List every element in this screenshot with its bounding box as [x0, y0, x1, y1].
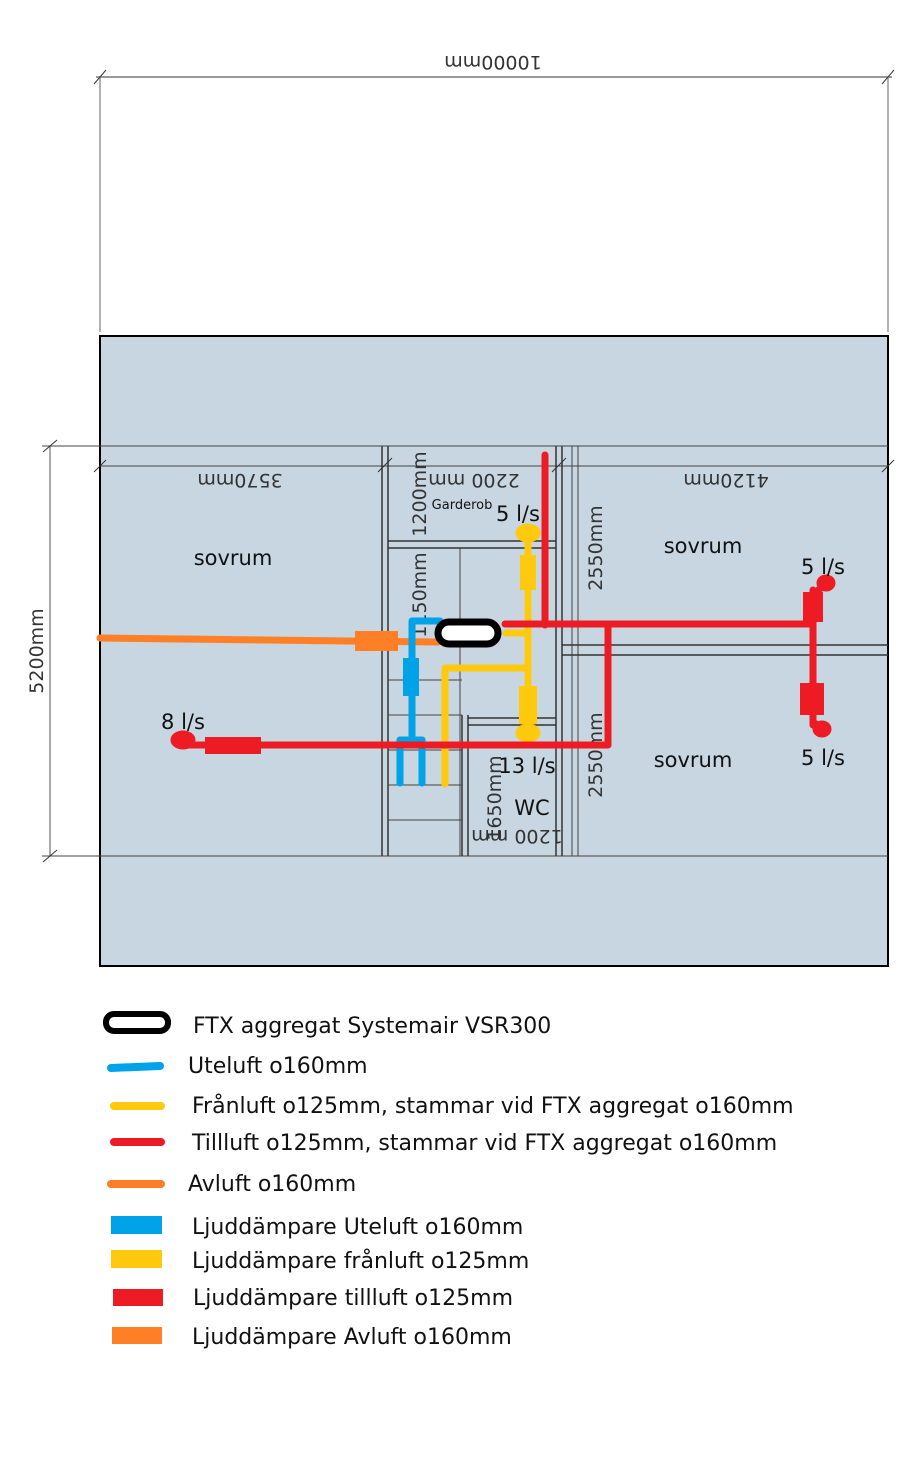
walls: [42, 445, 895, 857]
room-label-right-upper: sovrum: [664, 534, 743, 558]
top-dimension: 10000mm: [93, 51, 895, 332]
tilluft-duct: [170, 451, 836, 754]
avluft-silencer-icon: [112, 1327, 162, 1344]
avluft-duct: [96, 631, 442, 651]
legend-label: Ljuddämpare tillluft o125mm: [193, 1286, 513, 1311]
legend-label: Ljuddämpare Avluft o160mm: [192, 1325, 512, 1350]
dimension-garderob-width: 2200 mm: [428, 469, 519, 491]
dimension-wc-depth: 1650mm: [484, 755, 506, 840]
tilluft-silencer-right-lower: [800, 683, 824, 715]
floor-plan: [99, 335, 889, 967]
dimension-right-lower: 2550mm: [585, 712, 607, 797]
dimension-room-right: 4120mm: [683, 469, 768, 491]
ftx-unit: [434, 618, 502, 648]
room-label-left: sovrum: [194, 546, 273, 570]
flow-right-lower: 5 l/s: [801, 746, 845, 770]
flow-wc: 13 l/s: [498, 754, 555, 778]
franluft-silencer-lower: [519, 686, 537, 724]
room-label-right-lower: sovrum: [654, 748, 733, 772]
legend-label: Ljuddämpare frånluft o125mm: [192, 1248, 529, 1274]
dimension-left: 5200mm: [26, 608, 48, 693]
legend-label: Avluft o160mm: [188, 1172, 356, 1197]
ftx-unit-legend-icon: [103, 1011, 171, 1034]
franluft-silencer-upper: [520, 555, 536, 590]
avluft-silencer: [355, 631, 398, 651]
dimension-room-left: 3570mm: [197, 469, 282, 491]
dimension-top: 10000mm: [444, 51, 541, 73]
room-label-garderob: Garderob: [432, 498, 493, 513]
dimension-stair: 1150mm: [409, 552, 431, 637]
legend-label: Ljuddämpare Uteluft o160mm: [192, 1215, 523, 1240]
legend-label: Frånluft o125mm, stammar vid FTX aggrega…: [192, 1093, 794, 1119]
uteluft-line-icon: [107, 1062, 164, 1072]
flow-garderob: 5 l/s: [496, 502, 540, 526]
tilluft-silencer-right-upper: [803, 592, 823, 622]
left-dimension: 5200mm: [26, 439, 58, 863]
dimension-garderob-depth: 1200mm: [409, 451, 431, 536]
room-label-wc: WC: [514, 796, 549, 820]
dimension-right-upper: 2550mm: [585, 505, 607, 590]
flow-left: 8 l/s: [161, 710, 205, 734]
legend: FTX aggregat Systemair VSR300 Uteluft o1…: [103, 1011, 794, 1350]
franluft-silencer-icon: [111, 1250, 162, 1268]
uteluft-silencer-icon: [111, 1216, 162, 1234]
flow-right-upper: 5 l/s: [801, 555, 845, 579]
legend-label: FTX aggregat Systemair VSR300: [193, 1014, 551, 1039]
tilluft-silencer-left: [205, 737, 261, 754]
dimension-wc-width: 1200 mm: [471, 825, 562, 847]
uteluft-silencer: [403, 658, 419, 696]
legend-label: Tillluft o125mm, stammar vid FTX aggrega…: [191, 1131, 777, 1156]
tilluft-silencer-icon: [113, 1289, 163, 1306]
legend-label: Uteluft o160mm: [188, 1054, 368, 1079]
